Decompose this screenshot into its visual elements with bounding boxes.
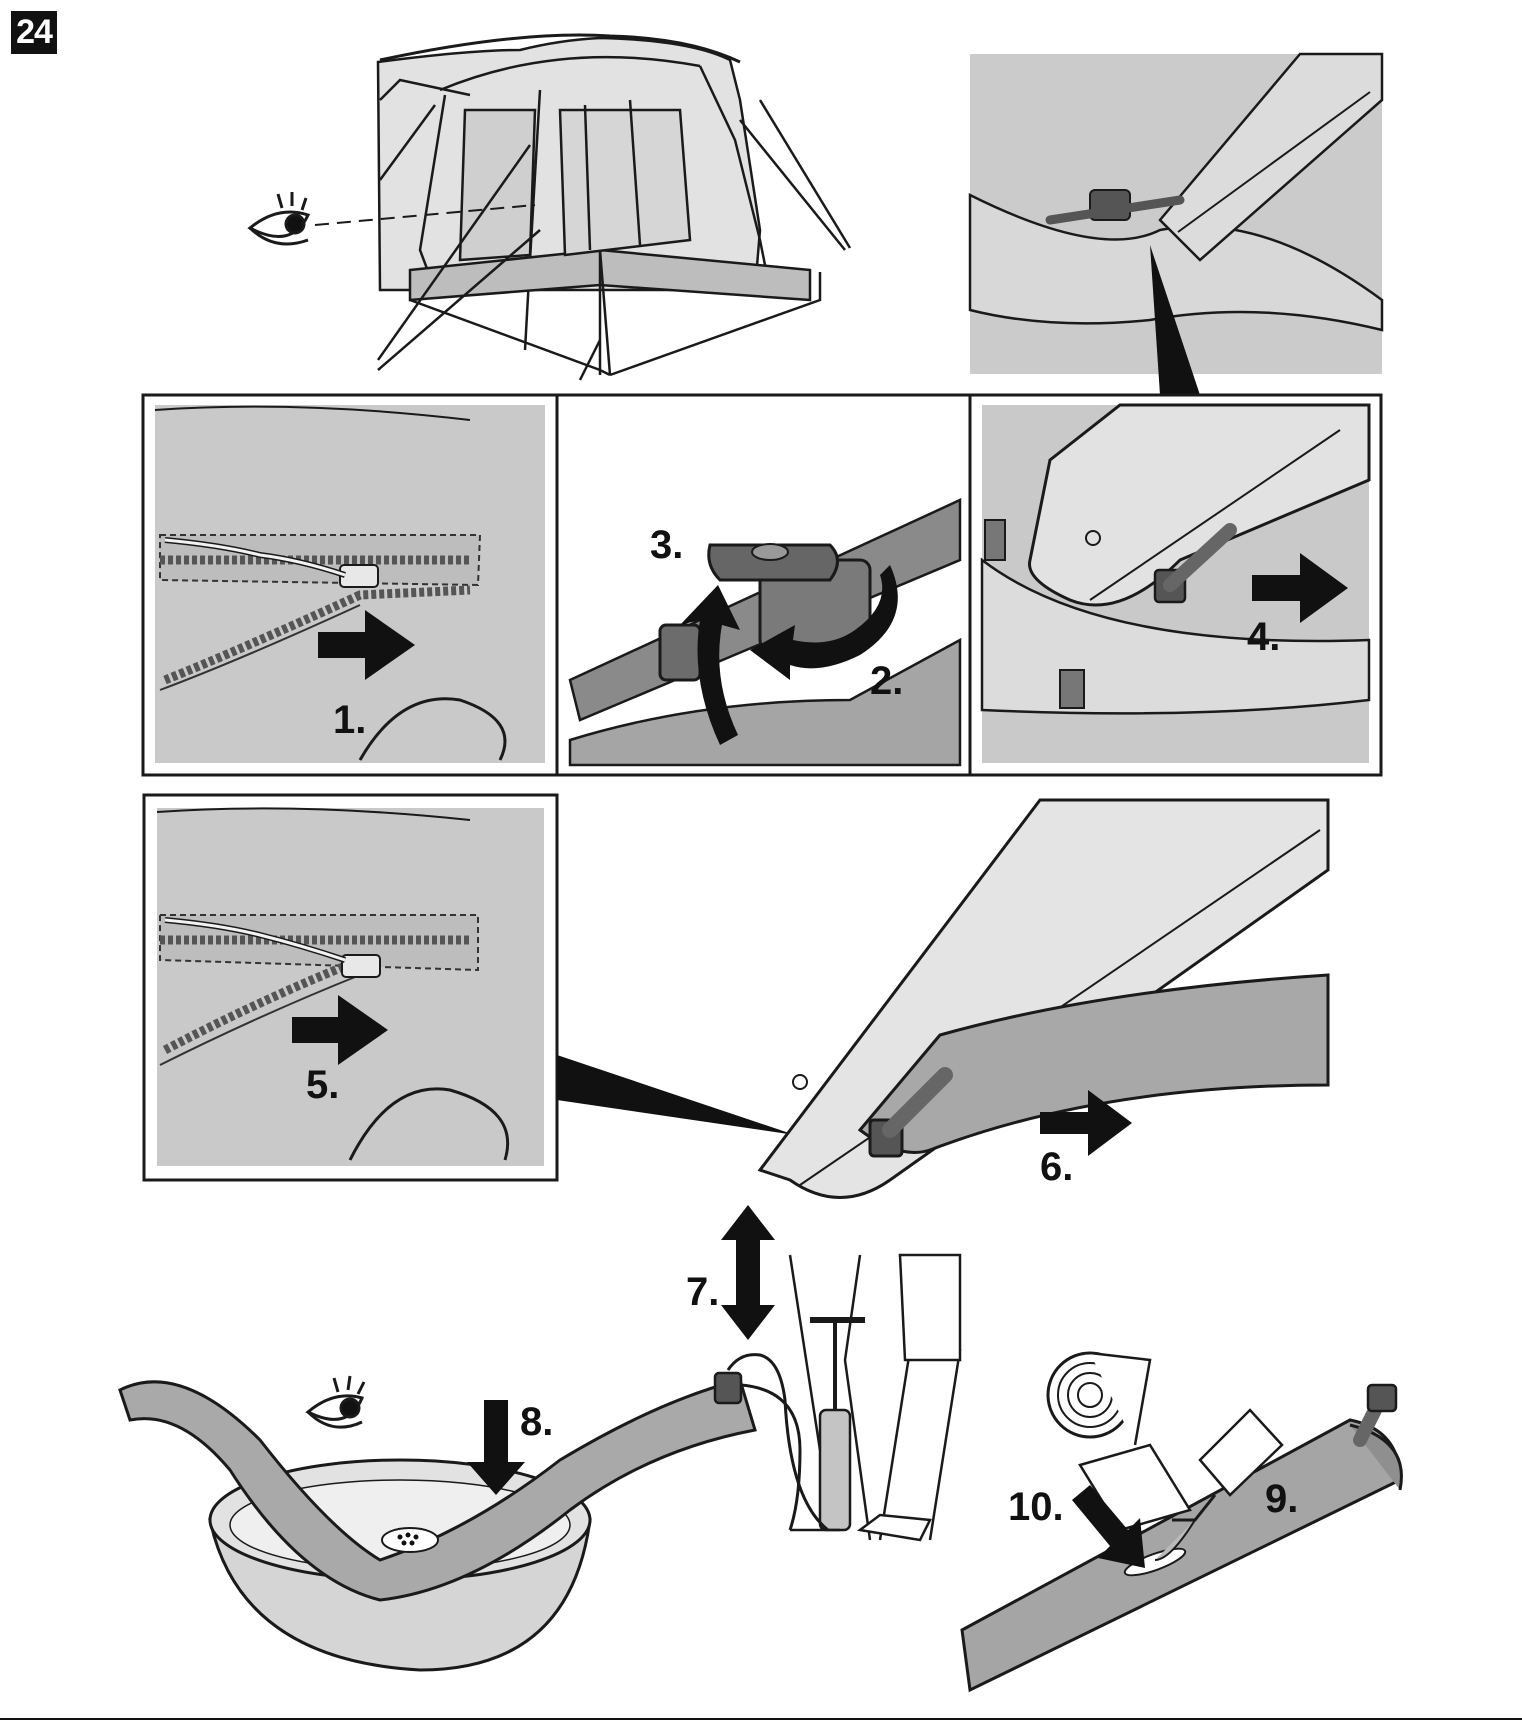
step-7-pump: 7. (686, 1205, 962, 1542)
step-9-label: 9. (1265, 1477, 1298, 1521)
double-arrow-icon (721, 1205, 775, 1340)
rotate-arrow-icon (680, 565, 898, 745)
page-number: 24 (11, 11, 57, 54)
arrow-right-icon (318, 610, 415, 680)
step-4-panel: 4. (980, 403, 1371, 763)
step-3-label: 3. (650, 523, 683, 567)
arrow-right-icon (1252, 553, 1348, 623)
eye-icon (247, 192, 311, 246)
eye-icon (305, 1375, 366, 1429)
arrow-down-icon (1072, 1485, 1145, 1568)
tape-roll (1046, 1351, 1192, 1532)
callout-pointer (557, 1055, 795, 1135)
step-6-detail: 6. (757, 798, 1330, 1199)
arrow-right-icon (1040, 1090, 1132, 1156)
step-9-10-repair: 10. 9. (960, 1351, 1403, 1693)
step-4-label: 4. (1247, 615, 1280, 659)
detail-valve-panel (968, 52, 1384, 395)
step-panel-frame (141, 393, 1383, 777)
glue-tube (1154, 1408, 1284, 1561)
step-8-water-test: 8. (118, 1371, 802, 1672)
tent-illustration (376, 33, 852, 381)
arrow-down-icon (467, 1400, 525, 1495)
step-8-label: 8. (520, 1400, 553, 1444)
bottom-rule (0, 1718, 1522, 1720)
step-1-panel: 1. (154, 405, 545, 763)
step-5-label: 5. (306, 1063, 339, 1107)
step-1-label: 1. (333, 698, 366, 742)
step-2-3-panel: 3. 2. (568, 480, 962, 767)
step-6-label: 6. (1040, 1145, 1073, 1189)
arrow-right-icon (292, 995, 388, 1065)
step-5-panel: 5. (142, 793, 559, 1182)
step-7-label: 7. (686, 1270, 719, 1314)
step-2-label: 2. (870, 659, 903, 703)
sight-line (314, 204, 536, 226)
step-10-label: 10. (1008, 1485, 1064, 1529)
